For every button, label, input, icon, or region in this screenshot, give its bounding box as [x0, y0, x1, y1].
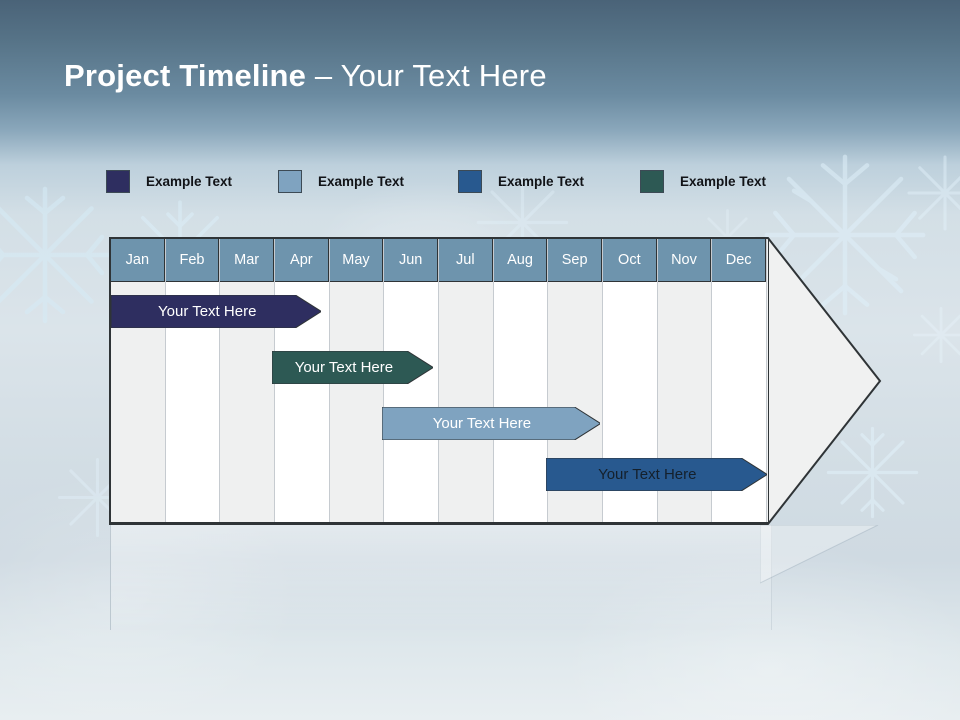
month-header-may[interactable]: May: [329, 239, 384, 282]
month-header-dec[interactable]: Dec: [712, 239, 766, 282]
snowflake-icon: [906, 300, 960, 370]
timeline-column-jul: Jul: [439, 239, 494, 522]
task-bar-4[interactable]: Your Text Here: [545, 458, 767, 491]
title-separator: –: [306, 58, 341, 93]
month-header-nov[interactable]: Nov: [657, 239, 712, 282]
legend-item-label: Example Text: [680, 173, 767, 189]
color-swatch-icon: [278, 169, 302, 193]
snowflake-icon: [0, 180, 120, 330]
legend-item[interactable]: Example Text: [278, 167, 404, 195]
legend-item[interactable]: Example Text: [458, 167, 584, 195]
legend-item-label: Example Text: [318, 173, 405, 189]
month-header-sep[interactable]: Sep: [548, 239, 602, 282]
task-bar-2[interactable]: Your Text Here: [272, 351, 434, 384]
timeline-column-feb: Feb: [165, 239, 221, 522]
task-bar-shape: [111, 295, 322, 328]
color-swatch-icon: [640, 169, 664, 193]
legend-item-label: Example Text: [146, 173, 233, 189]
snowflake-icon: [900, 148, 960, 238]
month-header-jun[interactable]: Jun: [384, 239, 438, 282]
timeline-column-jan: Jan: [111, 239, 166, 522]
legend-item-label: Example Text: [498, 173, 585, 189]
task-bar-shape: [381, 407, 601, 440]
task-bar-3[interactable]: Your Text Here: [381, 407, 601, 440]
legend-item[interactable]: Example Text: [640, 167, 766, 195]
month-header-aug[interactable]: Aug: [493, 239, 548, 282]
month-header-jan[interactable]: Jan: [111, 239, 165, 282]
month-header-jul[interactable]: Jul: [439, 239, 493, 282]
task-bar-shape: [545, 458, 767, 491]
month-header-feb[interactable]: Feb: [165, 239, 220, 282]
month-header-apr[interactable]: Apr: [275, 239, 329, 282]
task-bar-label: Your Text Here: [598, 466, 697, 483]
task-bar-1[interactable]: Your Text Here: [111, 295, 322, 328]
color-swatch-icon: [106, 169, 130, 193]
task-bar-label: Your Text Here: [158, 303, 257, 320]
color-swatch-icon: [458, 169, 482, 193]
legend-item[interactable]: Example Text: [106, 167, 232, 195]
timeline-column-aug: Aug: [493, 239, 549, 522]
chart-reflection-arrow: [760, 525, 879, 584]
timeline-column-mar: Mar: [220, 239, 275, 522]
legend: Example Text Example Text Example Text Exam…: [106, 167, 806, 195]
task-bar-label: Your Text Here: [432, 415, 532, 432]
task-bar-shape: [272, 351, 434, 384]
chart-reflection: [110, 525, 772, 630]
title-rest-part: Your Text Here: [340, 58, 547, 93]
background-glow: [560, 540, 960, 720]
task-bar-label: Your Text Here: [294, 359, 394, 376]
month-header-mar[interactable]: Mar: [220, 239, 274, 282]
title-bold-part: Project Timeline: [64, 58, 307, 93]
page-title: Project Timeline – Your Text Here: [64, 58, 547, 94]
month-header-oct[interactable]: Oct: [603, 239, 657, 282]
